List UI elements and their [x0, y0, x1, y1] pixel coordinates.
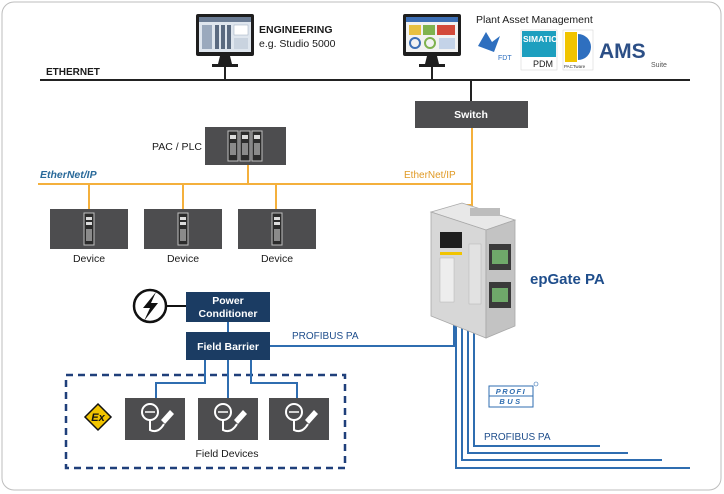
device-3 — [238, 209, 316, 249]
profibus-segment-line-2 — [461, 322, 662, 461]
device-2 — [144, 209, 222, 249]
lightning-power-icon — [132, 288, 168, 324]
ex-symbol-text: Ex — [91, 412, 105, 424]
ethernetip-logo: EtherNet/IP — [40, 169, 98, 181]
switch-label: Switch — [454, 109, 488, 121]
transmitter-icon — [141, 403, 174, 433]
profibus-logo-top-text: PROFI — [496, 387, 526, 396]
device-label: Device — [167, 253, 199, 265]
epgate-gateway-icon — [429, 202, 517, 339]
ethernetip-text: EtherNet/IP — [404, 170, 456, 181]
engineering-subtitle: e.g. Studio 5000 — [259, 38, 336, 50]
pdm-logo-text: PDM — [533, 59, 553, 69]
power-conditioner-label-1: Power — [212, 295, 244, 307]
ethernet-label: ETHERNET — [46, 67, 100, 78]
fdt-logo-icon — [478, 32, 500, 52]
profibus-segment-line-1 — [455, 320, 690, 469]
field-barrier-box — [186, 332, 270, 360]
device-label: Device — [73, 253, 105, 265]
power-conditioner-box — [186, 292, 270, 322]
field-device-3 — [269, 398, 329, 440]
simatic-pdm-logo-icon — [520, 29, 558, 71]
device-1 — [50, 209, 128, 249]
io-module-icon — [271, 212, 283, 246]
field-devices-label: Field Devices — [195, 448, 258, 460]
device-label: Device — [261, 253, 293, 265]
profibus-label-top: PROFIBUS PA — [292, 331, 359, 342]
fdt-logo-text: FDT — [498, 55, 512, 62]
profibus-logo-bottom-text: BUS — [499, 397, 522, 406]
hazardous-area-frame — [64, 373, 347, 470]
profibus-trunk-line — [310, 316, 455, 347]
gateway-name: epGate PA — [530, 271, 605, 288]
engineering-title: ENGINEERING — [259, 24, 333, 36]
field-device-2 — [198, 398, 258, 440]
ex-hazard-icon — [83, 402, 113, 432]
plc-module-icon — [227, 130, 263, 162]
io-module-icon — [177, 212, 189, 246]
plant-asset-title: Plant Asset Management — [476, 14, 593, 26]
spur-line-3 — [250, 360, 298, 398]
field-device-1 — [125, 398, 185, 440]
pactware-logo-icon — [562, 29, 594, 71]
switch-box — [415, 101, 528, 128]
pac-label: PAC / PLC — [152, 141, 202, 153]
spur-line-1 — [155, 360, 206, 398]
transmitter-icon — [285, 403, 318, 433]
field-barrier-label: Field Barrier — [197, 341, 259, 353]
power-conditioner-label-2: Conditioner — [199, 308, 258, 320]
pactware-logo-text: PACTware — [564, 64, 586, 69]
profibus-label-bottom: PROFIBUS PA — [484, 432, 551, 443]
profibus-segment-line-3 — [467, 324, 628, 454]
simatic-logo-text: SIMATIC — [523, 34, 557, 44]
profibus-logo-icon — [488, 381, 539, 408]
profibus-segment-line-4 — [473, 326, 600, 447]
asset-management-monitor-icon — [403, 14, 461, 67]
engineering-monitor-icon — [196, 14, 254, 67]
ams-logo-text: AMS — [599, 40, 646, 63]
transmitter-icon — [214, 403, 247, 433]
io-module-icon — [83, 212, 95, 246]
ams-suite-text: Suite — [651, 62, 667, 69]
